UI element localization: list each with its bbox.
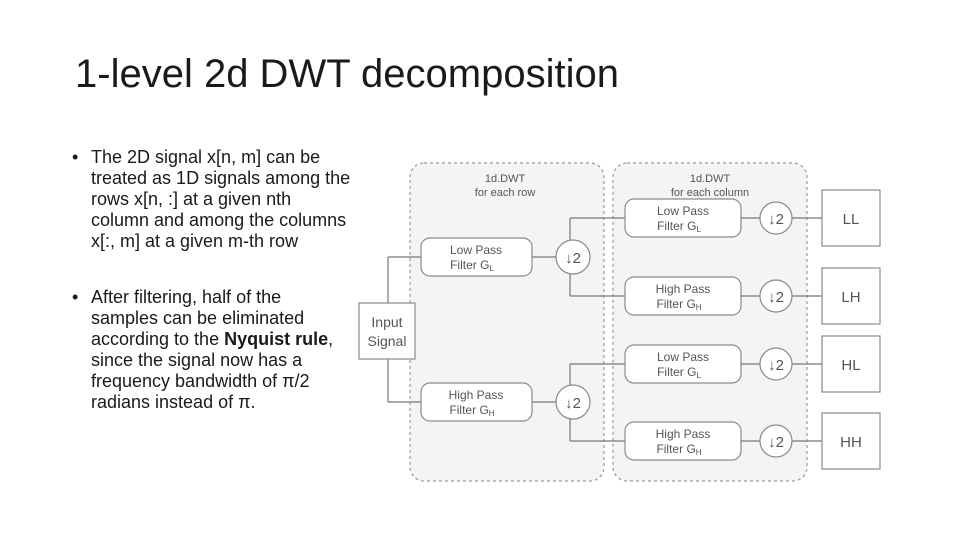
filter-label-line2: Filter GH	[656, 297, 701, 312]
column-filter-hh: High Pass Filter GH	[624, 421, 742, 461]
row-high-pass-filter: High Pass Filter GH	[420, 382, 533, 422]
row-low-downsample: ↓2	[555, 239, 591, 275]
column-filter-lh: High Pass Filter GH	[624, 276, 742, 316]
downsample-label: ↓2	[768, 211, 784, 228]
row-stage-heading: 1d.DWT	[485, 173, 526, 185]
output-box-hl: HL	[821, 335, 881, 393]
filter-label-line1: Low Pass	[450, 243, 502, 257]
filter-label-line1: Low Pass	[657, 350, 709, 364]
column-downsample-lh: ↓2	[759, 279, 793, 313]
column-stage-heading: 1d.DWT	[690, 173, 731, 185]
bullet-item: • The 2D signal x[n, m] can be treated a…	[72, 147, 352, 252]
bullet-marker: •	[72, 287, 79, 307]
filter-label-line2: Filter GH	[449, 403, 494, 418]
downsample-label: ↓2	[565, 250, 581, 267]
filter-label-line2: Filter GL	[657, 365, 701, 380]
row-high-downsample: ↓2	[555, 384, 591, 420]
bullet-item: • After filtering, half of the samples c…	[72, 287, 352, 413]
filter-label-line2: Filter GL	[450, 258, 494, 273]
output-label: HL	[841, 357, 860, 374]
output-label: LH	[841, 289, 860, 306]
bullet-text-bold: Nyquist rule	[224, 329, 329, 349]
bullet-text-before: After filtering, half of the samples can…	[91, 287, 305, 349]
slide-title: 1-level 2d DWT decomposition	[75, 52, 619, 96]
column-downsample-hh: ↓2	[759, 424, 793, 458]
input-label-line2: Signal	[368, 333, 407, 349]
input-label-line1: Input	[371, 314, 402, 330]
downsample-label: ↓2	[768, 434, 784, 451]
filter-label-line1: High Pass	[656, 282, 711, 296]
output-box-ll: LL	[821, 189, 881, 247]
column-filter-ll: Low Pass Filter GL	[624, 198, 742, 238]
filter-label-line1: High Pass	[656, 427, 711, 441]
column-downsample-ll: ↓2	[759, 201, 793, 235]
filter-label-line1: Low Pass	[657, 204, 709, 218]
row-stage-subheading: for each row	[475, 187, 536, 199]
output-label: LL	[843, 211, 860, 228]
column-stage-container	[612, 162, 808, 482]
filter-label-line1: High Pass	[449, 388, 504, 402]
output-box-lh: LH	[821, 267, 881, 325]
input-signal-box: Input Signal	[358, 302, 416, 360]
filter-label-line2: Filter GH	[656, 442, 701, 457]
downsample-label: ↓2	[565, 395, 581, 412]
output-label: HH	[840, 434, 862, 451]
row-stage-container	[409, 162, 605, 482]
downsample-label: ↓2	[768, 357, 784, 374]
row-low-pass-filter: Low Pass Filter GL	[420, 237, 533, 277]
column-downsample-hl: ↓2	[759, 347, 793, 381]
bullet-text: The 2D signal x[n, m] can be treated as …	[91, 147, 351, 251]
column-filter-hl: Low Pass Filter GL	[624, 344, 742, 384]
column-stage-subheading: for each column	[671, 187, 749, 199]
output-box-hh: HH	[821, 412, 881, 470]
bullet-marker: •	[72, 147, 79, 167]
downsample-label: ↓2	[768, 289, 784, 306]
bullet-list: • The 2D signal x[n, m] can be treated a…	[72, 147, 352, 413]
filter-label-line2: Filter GL	[657, 219, 701, 234]
bullet-text-after: , since the signal now has a frequency b…	[91, 329, 334, 412]
